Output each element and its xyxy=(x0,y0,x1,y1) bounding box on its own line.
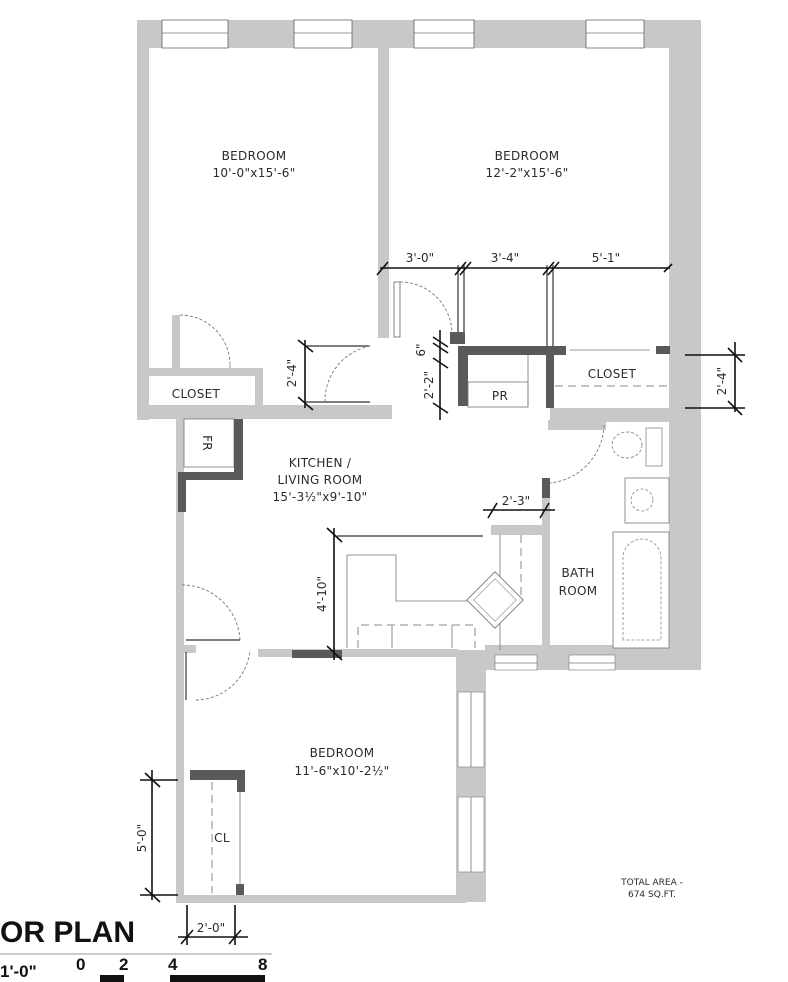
kitchen-counters xyxy=(292,525,543,658)
cl-label: CL xyxy=(214,831,230,845)
door-kitchen-entry xyxy=(181,584,241,641)
dim-4-10: 4'-10" xyxy=(315,576,329,612)
bedroom3-name: BEDROOM xyxy=(310,746,375,760)
bedroom1-size: 10'-0"x15'-6" xyxy=(212,166,295,180)
total-area-line1: TOTAL AREA - xyxy=(620,878,683,888)
kitchen-name-1: KITCHEN / xyxy=(289,456,352,470)
dim-2-3: 2'-3" xyxy=(502,494,530,508)
pr-label: PR xyxy=(492,389,508,403)
closet-left xyxy=(149,314,263,408)
scale-tick-2: 2 xyxy=(119,955,128,974)
dim-5-1: 5'-1" xyxy=(592,251,620,265)
windows-top xyxy=(161,19,645,49)
dim-2-4-right: 2'-4" xyxy=(715,367,729,395)
fridge-kitchen xyxy=(178,418,243,512)
door-left-bedroom xyxy=(305,345,371,403)
total-area-line2: 674 SQ.FT. xyxy=(628,890,676,900)
bathroom-fixtures xyxy=(494,420,670,671)
door-right-bedroom xyxy=(393,281,453,338)
lower-bedroom-fixtures xyxy=(185,649,485,895)
scale-tick-8: 8 xyxy=(258,955,267,974)
dim-2-4-left: 2'-4" xyxy=(285,359,299,387)
kitchen-size: 15'-3½"x9'-10" xyxy=(272,490,367,504)
bedroom2-size: 12'-2"x15'-6" xyxy=(485,166,568,180)
scale-tick-0: 0 xyxy=(76,955,85,974)
dim-5-0: 5'-0" xyxy=(135,824,149,852)
dim-3-0: 3'-0" xyxy=(406,251,434,265)
kitchen-name-2: LIVING ROOM xyxy=(278,473,363,487)
scale-label: 1'-0" xyxy=(0,962,37,981)
dim-6: 6" xyxy=(414,343,428,356)
bedroom1-name: BEDROOM xyxy=(222,149,287,163)
bath-label-2: ROOM xyxy=(559,584,598,598)
dim-3-4: 3'-4" xyxy=(491,251,519,265)
dim-2-2: 2'-2" xyxy=(422,371,436,399)
plan-title: OR PLAN xyxy=(0,916,135,949)
scale-bar-segment-2 xyxy=(170,975,265,982)
dim-2-0: 2'-0" xyxy=(197,921,225,935)
scale-tick-4: 4 xyxy=(168,955,178,974)
closet-right-label: CLOSET xyxy=(588,367,637,381)
bedroom2-name: BEDROOM xyxy=(495,149,560,163)
dimension-lines xyxy=(140,261,745,945)
bath-label-1: BATH xyxy=(561,566,594,580)
fr-label: FR xyxy=(200,435,214,451)
bedroom3-size: 11'-6"x10'-2½" xyxy=(294,764,389,778)
closet-left-label: CLOSET xyxy=(172,387,221,401)
closet-partitions xyxy=(450,265,670,408)
scale-bar-segment-1 xyxy=(100,975,124,982)
